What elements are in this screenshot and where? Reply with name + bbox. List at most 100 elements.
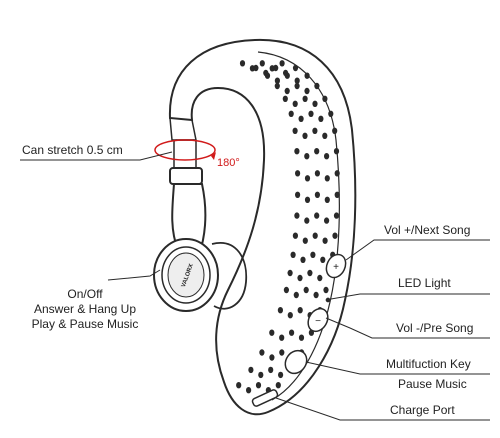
perforation-dot <box>294 77 300 84</box>
body-outline <box>168 38 357 416</box>
perforation-dot <box>274 82 280 90</box>
perforation-dot <box>258 371 264 379</box>
perforation-dot <box>313 291 319 299</box>
led-label: LED Light <box>398 276 451 290</box>
perforation-dot <box>248 366 254 374</box>
perforation-dot <box>314 191 320 198</box>
perforation-dot <box>298 334 305 341</box>
perforation-dot <box>312 127 318 134</box>
ear-tip <box>211 242 248 310</box>
perforation-dot <box>302 237 308 244</box>
perforation-dot <box>279 60 285 67</box>
perforation-dot <box>304 87 310 95</box>
body-inner-edge <box>257 51 340 401</box>
led-light <box>325 297 331 303</box>
perforation-dot <box>314 170 320 177</box>
perforation-dot <box>304 196 311 203</box>
stretch-label: Can stretch 0.5 cm <box>22 143 123 157</box>
vol-down-button <box>307 307 329 333</box>
vol-up-callout <box>345 239 490 261</box>
perforation-dot <box>269 329 275 336</box>
perforation-dot <box>334 191 340 198</box>
perforation-dot <box>324 175 330 182</box>
perforation-dot <box>314 212 320 219</box>
perforation-dots <box>236 60 340 394</box>
perforation-dot <box>269 354 275 361</box>
perforation-dot <box>314 148 320 155</box>
pause-music-label: Pause Music <box>398 377 467 391</box>
charge-port <box>251 389 279 407</box>
perforation-dot <box>320 256 326 263</box>
earbud-face <box>167 252 205 298</box>
perforation-dot <box>303 286 309 294</box>
vol-up-label: Vol +/Next Song <box>384 223 470 237</box>
vol-up-button <box>325 253 347 279</box>
perforation-dot <box>322 237 328 244</box>
perforation-dot <box>302 95 308 103</box>
vol-down-mark: − <box>315 316 321 327</box>
vol-down-callout <box>325 317 490 339</box>
perforation-dot <box>288 110 294 118</box>
perforation-dot <box>310 251 316 258</box>
rotation-arrow-icon <box>211 152 216 160</box>
perforation-dot <box>324 153 330 160</box>
perforation-dot <box>293 291 299 299</box>
multifunction-button <box>284 349 308 375</box>
perforation-dot <box>284 87 290 95</box>
perforation-dot <box>279 334 285 341</box>
answer-label: Answer & Hang Up <box>34 302 136 316</box>
perforation-dot <box>307 269 313 277</box>
perforation-dot <box>292 127 298 134</box>
perforation-dot <box>278 371 284 379</box>
rotate-label: 180° <box>217 157 240 169</box>
perforation-dot <box>312 232 318 239</box>
perforation-dot <box>289 329 295 336</box>
perforation-dot <box>304 175 311 182</box>
perforation-dot <box>318 115 324 123</box>
hook-tip <box>169 117 197 141</box>
perforation-dot <box>279 349 285 356</box>
stretch-stem <box>173 139 197 171</box>
perforation-dot <box>277 307 283 314</box>
earbud-assembly <box>153 139 248 312</box>
rotation-ellipse <box>154 139 216 161</box>
perforation-dot <box>332 232 338 239</box>
perforation-dot <box>264 72 271 79</box>
charge-port-label: Charge Port <box>390 403 455 417</box>
perforation-dot <box>290 251 296 258</box>
led-callout <box>330 293 490 300</box>
perforation-dot <box>294 212 300 219</box>
perforation-dot <box>333 148 340 155</box>
perforation-dot <box>282 95 288 103</box>
perforation-dot <box>268 366 274 374</box>
perforation-dot <box>312 100 318 108</box>
perforation-dot <box>324 196 330 203</box>
perforation-dot <box>236 382 242 389</box>
perforation-dot <box>295 191 301 198</box>
perforation-dot <box>295 170 301 177</box>
perforation-dot <box>317 274 323 282</box>
perforation-dot <box>259 60 265 67</box>
perforation-dot <box>292 100 298 108</box>
perforation-dot <box>332 127 338 134</box>
perforation-dot <box>294 148 300 155</box>
perforation-dot <box>314 82 320 90</box>
perforation-dot <box>304 72 310 79</box>
perforation-dot <box>304 153 310 160</box>
body-buttons <box>251 253 347 407</box>
perforation-dot <box>292 232 298 239</box>
perforation-dot <box>273 64 279 72</box>
perforation-dot <box>322 132 328 139</box>
perforation-dot <box>297 307 303 314</box>
perforation-dot <box>259 349 265 356</box>
perforation-dot <box>334 170 340 177</box>
perforation-dot <box>287 312 293 319</box>
perforation-dot <box>324 217 330 224</box>
perforation-dot <box>322 95 328 103</box>
perforation-dot <box>294 82 300 90</box>
rotation-indicator <box>154 139 216 161</box>
earbud-ring <box>161 246 211 304</box>
multi-callout <box>305 361 490 375</box>
perforation-dot <box>308 110 314 118</box>
